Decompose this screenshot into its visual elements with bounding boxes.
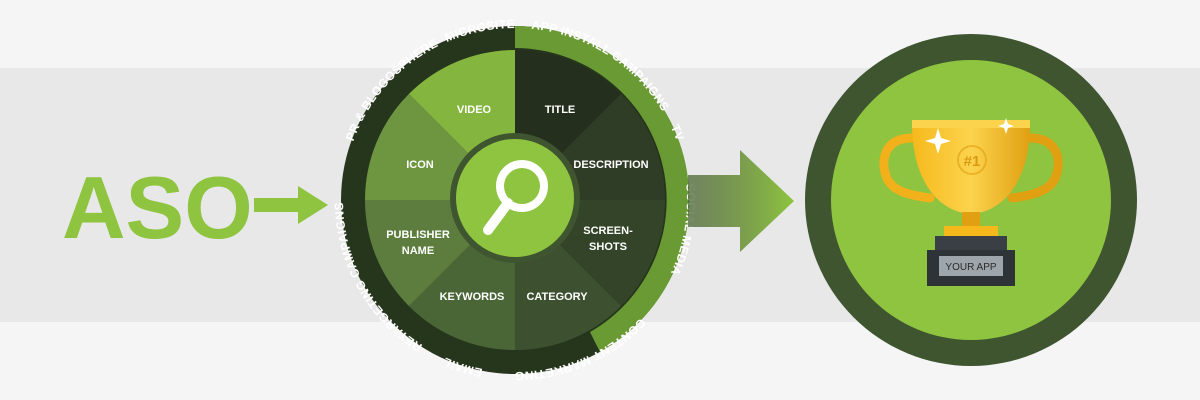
wheel-ring-highlight xyxy=(515,25,690,352)
wheel-segment xyxy=(557,93,665,200)
wheel-segments xyxy=(365,50,665,350)
segment-label-publisher-2: NAME xyxy=(402,245,434,257)
trophy-rank: #1 xyxy=(964,153,981,170)
aso-headline: ASO xyxy=(62,158,253,257)
aso-title: ASO xyxy=(62,158,253,257)
search-icon xyxy=(483,160,548,235)
segment-label-category: CATEGORY xyxy=(526,291,588,303)
segment-label-publisher-1: PUBLISHER xyxy=(386,229,450,241)
segment-label-icon: ICON xyxy=(406,159,434,171)
aso-wheel: TITLE DESCRIPTION SCREEN- SHOTS CATEGORY… xyxy=(332,17,698,383)
ring-label-tv: TV xyxy=(668,122,687,142)
segment-label-keywords: KEYWORDS xyxy=(440,291,505,303)
wheel-segment xyxy=(408,242,515,350)
segment-label-title: TITLE xyxy=(545,104,576,116)
wheel-segment xyxy=(365,93,473,200)
trophy-plaque-text: YOUR APP xyxy=(945,262,996,273)
segment-label-description: DESCRIPTION xyxy=(573,159,648,171)
wheel-segment xyxy=(365,200,473,307)
trophy-badge: #1 YOUR APP xyxy=(805,34,1137,366)
wheel-hub xyxy=(450,133,580,263)
segment-label-video: VIDEO xyxy=(457,104,492,116)
segment-label-screenshots-2: SHOTS xyxy=(589,241,627,253)
segment-label-screenshots-1: SCREEN- xyxy=(583,225,633,237)
aso-arrow xyxy=(254,186,328,224)
result-arrow xyxy=(688,150,794,252)
wheel-segment xyxy=(408,50,515,158)
wheel-segment xyxy=(515,50,622,158)
wheel-segment-labels: TITLE DESCRIPTION SCREEN- SHOTS CATEGORY… xyxy=(386,104,648,303)
wheel-segment xyxy=(557,200,665,307)
wheel-segment xyxy=(515,242,622,350)
trophy-icon xyxy=(879,118,1063,286)
